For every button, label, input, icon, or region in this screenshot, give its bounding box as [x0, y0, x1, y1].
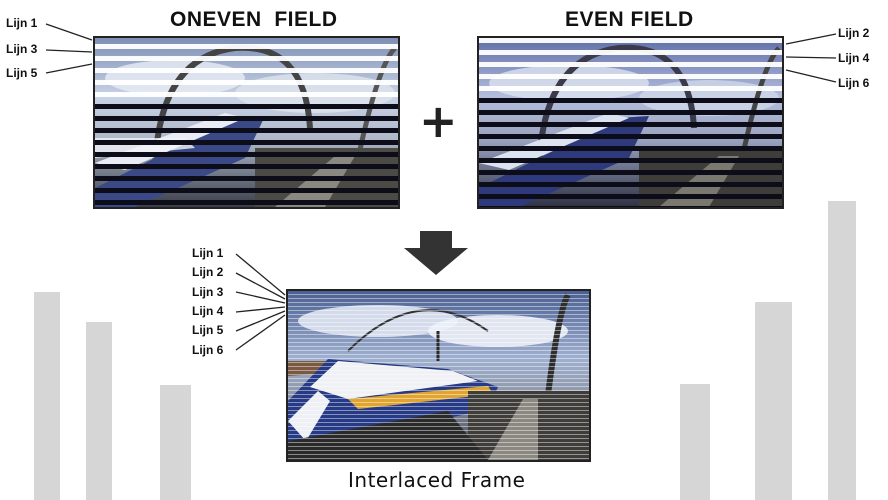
interlaced-line-label: Lijn 2: [192, 265, 223, 279]
background-bar: [680, 384, 710, 500]
interlaced-line-label: Lijn 6: [192, 343, 223, 357]
background-bar: [755, 302, 792, 500]
odd-field-image: [93, 36, 400, 209]
interlaced-line-label: Lijn 3: [192, 285, 223, 299]
pointer-line: [236, 307, 285, 312]
pointer-line: [236, 292, 285, 303]
odd-line-label: Lijn 3: [6, 42, 37, 56]
odd-field-scene: [95, 38, 398, 207]
odd-field-title: ONEVEN FIELD: [170, 8, 338, 32]
interlaced-frame-scene: [288, 291, 589, 460]
pointer-line: [236, 311, 285, 331]
pointer-line: [786, 34, 836, 44]
down-arrow-icon: [404, 231, 468, 275]
even-field-scene: [479, 38, 782, 207]
interlaced-line-label: Lijn 5: [192, 323, 223, 337]
pointer-line: [786, 57, 836, 58]
background-bar: [160, 385, 191, 500]
even-field-image: [477, 36, 784, 209]
pointer-line: [46, 50, 92, 52]
interlaced-line-label: Lijn 4: [192, 304, 223, 318]
pointer-line: [786, 70, 836, 82]
pointer-line: [236, 254, 285, 295]
pointer-line: [46, 64, 92, 73]
interlaced-frame-image: [286, 289, 591, 462]
pointer-line: [236, 273, 285, 299]
background-bar: [34, 292, 60, 500]
background-bar: [828, 201, 856, 500]
even-line-label: Lijn 2: [838, 26, 869, 40]
pointer-line: [236, 315, 285, 350]
plus-sign: +: [419, 101, 458, 141]
odd-line-label: Lijn 5: [6, 66, 37, 80]
even-line-label: Lijn 6: [838, 76, 869, 90]
background-bar: [86, 322, 112, 500]
odd-line-label: Lijn 1: [6, 16, 37, 30]
interlaced-line-label: Lijn 1: [192, 246, 223, 260]
interlaced-frame-caption: Interlaced Frame: [348, 468, 525, 492]
even-line-label: Lijn 4: [838, 51, 869, 65]
even-field-title: EVEN FIELD: [565, 8, 694, 32]
pointer-line: [46, 24, 92, 40]
